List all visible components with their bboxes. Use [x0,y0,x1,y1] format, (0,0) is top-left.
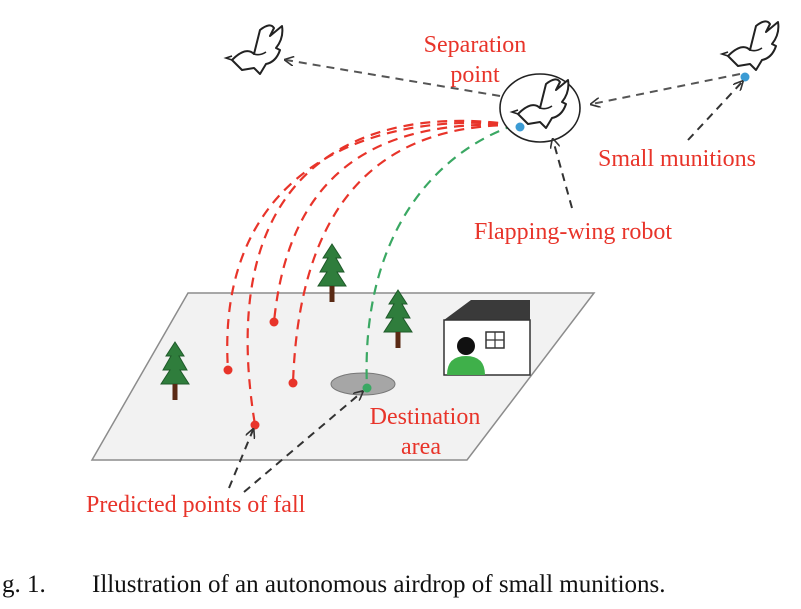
dove-icon [225,24,284,75]
destination-label-line1: Destination [370,404,481,430]
predicted-fall-point [269,317,279,327]
flapping-wing-robot-label: Flapping-wing robot [474,219,672,245]
small-munitions-label: Small munitions [598,146,756,172]
munition-marker [515,122,525,132]
dove-icon [721,20,780,71]
pointer-arrow [243,392,362,493]
munition-marker [740,72,750,82]
predicted-points-label: Predicted points of fall [86,492,306,518]
pointer-arrow [687,82,742,141]
predicted-fall-point [250,420,260,430]
separation-label-line2: point [450,62,500,88]
destination-point [362,383,372,393]
predicted-fall-point [223,365,233,375]
separation-label-line1: Separation [424,32,527,58]
destination-area-ellipse [330,372,396,396]
figure-number: g. 1. [2,571,46,598]
pointer-arrow [553,140,573,209]
flight-path-arrow [592,73,741,104]
destination-label-line2: area [401,434,441,460]
predicted-fall-point [288,378,298,388]
person-icon [447,337,485,375]
predicted-trajectories [226,119,516,426]
pointer-arrow [228,430,253,489]
figure-caption: Illustration of an autonomous airdrop of… [92,571,666,598]
